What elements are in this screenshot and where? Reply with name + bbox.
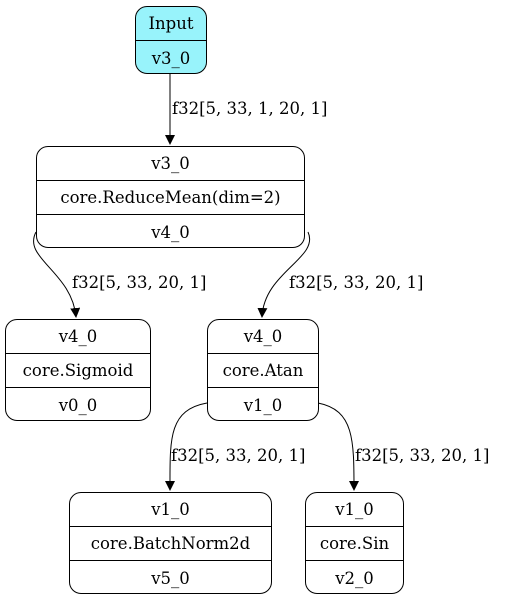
node-op: core.BatchNorm2d <box>70 526 271 560</box>
edge-label-atan-to-batchnorm: f32[5, 33, 20, 1] <box>171 446 306 465</box>
edge-label-reduce-to-sigmoid: f32[5, 33, 20, 1] <box>72 273 207 292</box>
edge-reduce-to-atan <box>257 231 311 318</box>
node-input: v1_0 <box>151 500 190 519</box>
input-node[interactable]: Input v3_0 <box>135 6 207 74</box>
sigmoid-node[interactable]: v4_0 core.Sigmoid v0_0 <box>5 319 151 421</box>
node-output: v0_0 <box>6 387 150 420</box>
node-output: v4_0 <box>37 214 304 247</box>
node-input: v3_0 <box>151 154 190 173</box>
node-op: core.Sigmoid <box>6 353 150 387</box>
edge-atan-to-batchnorm <box>164 402 208 491</box>
node-output: v3_0 <box>136 40 206 73</box>
node-op: core.Sin <box>306 526 403 560</box>
node-output: v2_0 <box>306 560 403 593</box>
node-output: v1_0 <box>208 387 318 420</box>
node-input: v1_0 <box>335 500 374 519</box>
atan-node[interactable]: v4_0 core.Atan v1_0 <box>207 319 319 421</box>
node-title: Input <box>148 14 194 33</box>
node-op: core.ReduceMean(dim=2) <box>37 180 304 214</box>
edge-label-atan-to-sin: f32[5, 33, 20, 1] <box>355 446 490 465</box>
node-input: v4_0 <box>58 327 98 346</box>
sin-node[interactable]: v1_0 core.Sin v2_0 <box>305 492 404 594</box>
node-output: v5_0 <box>70 560 271 593</box>
edge-label-input-to-reduce: f32[5, 33, 1, 20, 1] <box>172 99 328 118</box>
edge-reduce-to-sigmoid <box>33 231 81 318</box>
batchnorm-node[interactable]: v1_0 core.BatchNorm2d v5_0 <box>69 492 272 594</box>
edge-atan-to-sin <box>317 402 359 491</box>
edge-label-reduce-to-atan: f32[5, 33, 20, 1] <box>289 273 424 292</box>
reduce-mean-node[interactable]: v3_0 core.ReduceMean(dim=2) v4_0 <box>36 146 305 248</box>
node-op: core.Atan <box>208 353 318 387</box>
node-input: v4_0 <box>243 327 283 346</box>
